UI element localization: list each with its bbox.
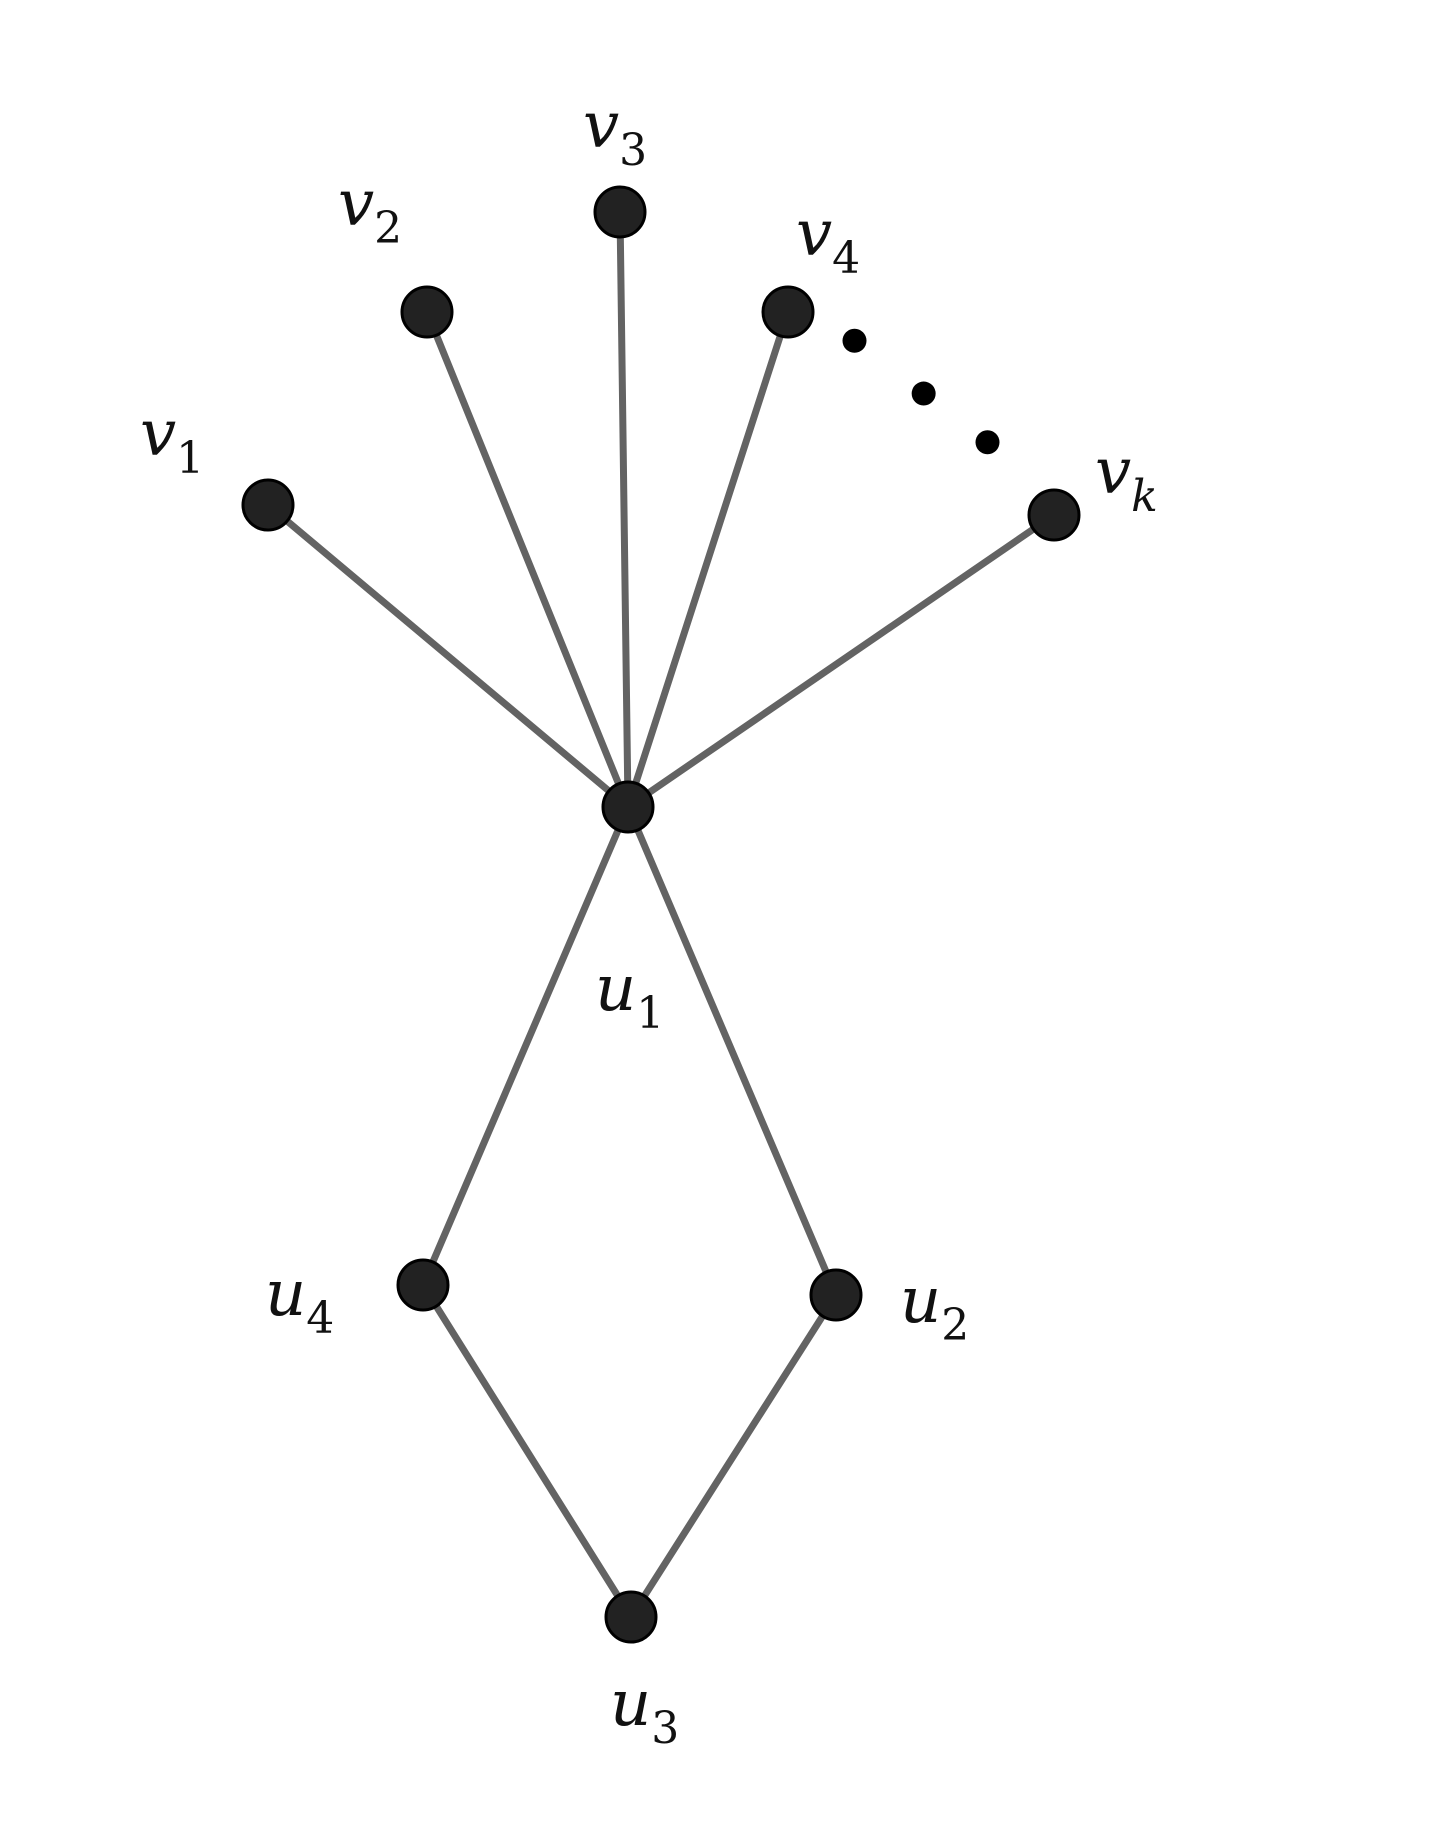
edge-u1-v2 — [423, 308, 632, 811]
node-label-u1: u1 — [595, 952, 664, 1039]
node-label-subscript: 4 — [832, 233, 860, 284]
node-label-name: v — [583, 89, 619, 163]
node-u2 — [809, 1268, 863, 1322]
edge-u4-u3 — [419, 1281, 635, 1621]
ellipsis-dots — [842, 328, 1000, 455]
edge-u1-v3 — [616, 208, 632, 811]
node-label-subscript: 2 — [374, 203, 402, 254]
node-label-name: v — [796, 197, 832, 271]
ellipsis-dot-1 — [842, 328, 867, 353]
node-label-u2: u2 — [900, 1264, 969, 1351]
node-label-name: v — [338, 167, 374, 241]
node-label-subscript: k — [1131, 471, 1158, 522]
node-label-subscript: 2 — [941, 1300, 969, 1351]
node-label-name: v — [140, 397, 176, 471]
node-label-name: u — [900, 1264, 941, 1338]
node-label-vk: vk — [1095, 435, 1158, 522]
node-label-u4: u4 — [265, 1257, 334, 1344]
node-label-name: u — [595, 952, 636, 1026]
edge-u1-vk — [624, 511, 1058, 811]
edge-u1-v1 — [264, 501, 632, 811]
node-u4 — [396, 1258, 450, 1312]
node-label-name: u — [610, 1667, 651, 1741]
node-label-name: u — [265, 1257, 306, 1331]
nodes-layer — [241, 185, 1081, 1644]
node-v2 — [400, 285, 454, 339]
edge-u1-v4 — [624, 308, 792, 811]
node-v1 — [241, 478, 295, 532]
node-label-v2: v2 — [338, 167, 402, 254]
edge-u2-u3 — [627, 1291, 840, 1621]
ellipsis-dot-3 — [975, 430, 1000, 455]
node-label-subscript: 4 — [306, 1293, 334, 1344]
node-u1 — [601, 780, 655, 834]
node-label-subscript: 3 — [619, 125, 647, 176]
node-u3 — [604, 1590, 658, 1644]
edge-u1-u2 — [624, 803, 840, 1299]
node-label-subscript: 1 — [636, 988, 664, 1039]
node-vk — [1027, 488, 1081, 542]
edges-layer — [264, 208, 1058, 1621]
node-label-v1: v1 — [140, 397, 204, 484]
node-label-v4: v4 — [796, 197, 860, 284]
edge-u1-u4 — [419, 803, 632, 1289]
node-v4 — [761, 285, 815, 339]
node-label-u3: u3 — [610, 1667, 679, 1754]
node-label-v3: v3 — [583, 89, 647, 176]
ellipsis-dot-2 — [911, 381, 936, 406]
node-label-subscript: 3 — [651, 1703, 679, 1754]
node-v3 — [593, 185, 647, 239]
node-label-subscript: 1 — [176, 433, 204, 484]
node-label-name: v — [1095, 435, 1131, 509]
